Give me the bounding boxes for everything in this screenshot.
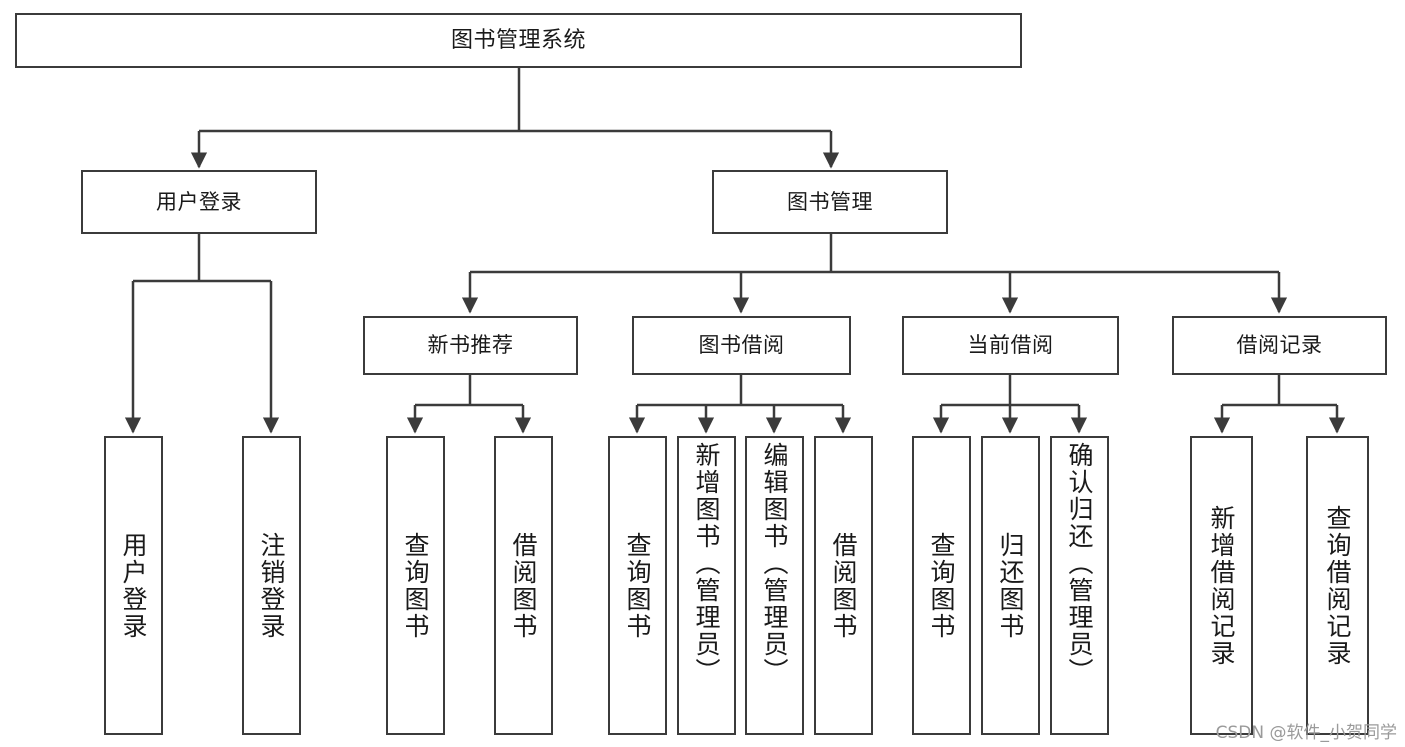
node-leaf-query-book-2[interactable]: 查询图书 bbox=[608, 436, 667, 735]
node-root-label: 图书管理系统 bbox=[450, 27, 586, 53]
node-leaf-query-book-2-label: 查询图书 bbox=[623, 531, 652, 640]
node-leaf-edit-book-label: 编辑图书（管理员） bbox=[760, 442, 789, 685]
node-current-borrow-label: 当前借阅 bbox=[967, 333, 1054, 358]
node-leaf-query-book-3[interactable]: 查询图书 bbox=[912, 436, 971, 735]
node-current-borrow[interactable]: 当前借阅 bbox=[902, 316, 1119, 375]
node-leaf-user-login[interactable]: 用户登录 bbox=[104, 436, 163, 735]
node-leaf-borrow-book-1[interactable]: 借阅图书 bbox=[494, 436, 553, 735]
node-leaf-confirm-return-label: 确认归还（管理员） bbox=[1065, 442, 1094, 685]
node-leaf-query-book-1-label: 查询图书 bbox=[401, 531, 430, 640]
node-leaf-user-logout[interactable]: 注销登录 bbox=[242, 436, 301, 735]
node-leaf-add-record-label: 新增借阅记录 bbox=[1207, 504, 1236, 667]
node-leaf-borrow-book-1-label: 借阅图书 bbox=[509, 531, 538, 640]
node-user-login-label: 用户登录 bbox=[156, 189, 242, 214]
node-leaf-query-record-label: 查询借阅记录 bbox=[1323, 504, 1352, 667]
node-leaf-edit-book[interactable]: 编辑图书（管理员） bbox=[745, 436, 804, 735]
node-new-book-rec-label: 新书推荐 bbox=[427, 333, 514, 358]
node-leaf-query-book-1[interactable]: 查询图书 bbox=[386, 436, 445, 735]
node-leaf-query-record[interactable]: 查询借阅记录 bbox=[1306, 436, 1369, 735]
node-leaf-return-book[interactable]: 归还图书 bbox=[981, 436, 1040, 735]
node-borrow-record[interactable]: 借阅记录 bbox=[1172, 316, 1387, 375]
node-leaf-borrow-book-2-label: 借阅图书 bbox=[829, 531, 858, 640]
node-leaf-add-book[interactable]: 新增图书（管理员） bbox=[677, 436, 736, 735]
node-root[interactable]: 图书管理系统 bbox=[15, 13, 1022, 68]
node-book-borrow[interactable]: 图书借阅 bbox=[632, 316, 851, 375]
node-leaf-user-login-label: 用户登录 bbox=[119, 531, 148, 640]
node-leaf-query-book-3-label: 查询图书 bbox=[927, 531, 956, 640]
node-leaf-borrow-book-2[interactable]: 借阅图书 bbox=[814, 436, 873, 735]
node-book-borrow-label: 图书借阅 bbox=[698, 333, 785, 358]
node-leaf-return-book-label: 归还图书 bbox=[996, 531, 1025, 640]
node-borrow-record-label: 借阅记录 bbox=[1236, 333, 1323, 358]
node-leaf-confirm-return[interactable]: 确认归还（管理员） bbox=[1050, 436, 1109, 735]
node-book-manage[interactable]: 图书管理 bbox=[712, 170, 948, 234]
node-leaf-add-book-label: 新增图书（管理员） bbox=[692, 442, 721, 685]
node-leaf-user-logout-label: 注销登录 bbox=[257, 531, 286, 640]
watermark-text: CSDN @软件_小贺同学 bbox=[1215, 723, 1397, 743]
node-leaf-add-record[interactable]: 新增借阅记录 bbox=[1190, 436, 1253, 735]
node-book-manage-label: 图书管理 bbox=[787, 189, 873, 214]
node-new-book-rec[interactable]: 新书推荐 bbox=[363, 316, 578, 375]
node-user-login[interactable]: 用户登录 bbox=[81, 170, 317, 234]
